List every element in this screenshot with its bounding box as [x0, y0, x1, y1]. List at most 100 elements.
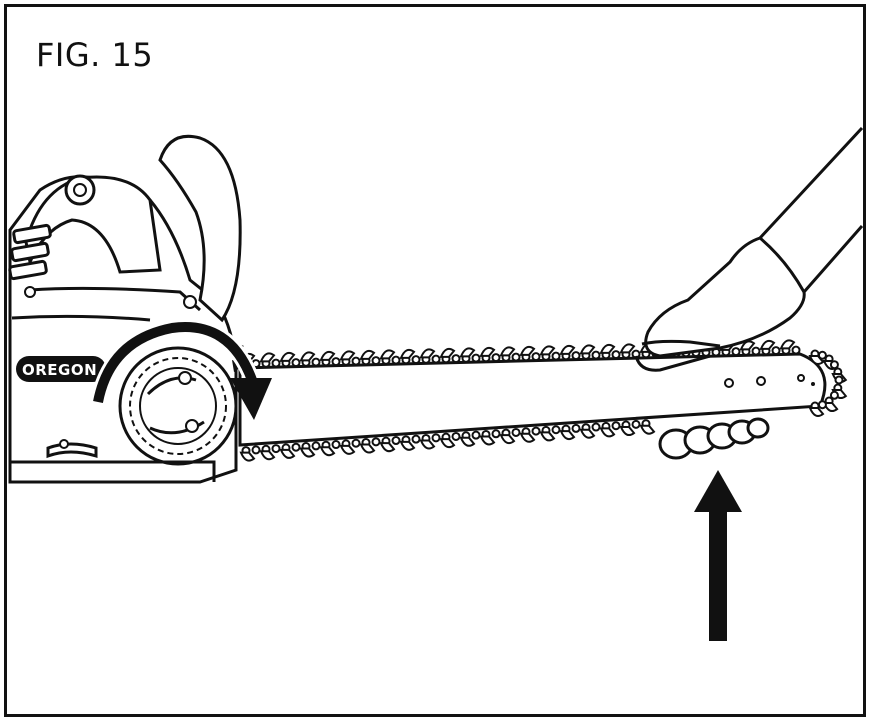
chain-link	[531, 352, 541, 362]
chain-link	[771, 346, 781, 356]
chain-tooth	[539, 345, 556, 356]
chain-link	[271, 444, 281, 454]
figure-label: FIG. 15	[36, 36, 154, 74]
chain-link	[571, 351, 581, 361]
chain-link	[251, 445, 261, 455]
chain-link	[271, 358, 281, 368]
chain-tooth	[499, 346, 516, 357]
chain-tooth	[279, 448, 296, 459]
chain-tooth	[439, 347, 456, 358]
chain-link	[431, 354, 441, 364]
chain-tooth	[639, 424, 656, 435]
chain-tooth	[779, 339, 796, 350]
chain-tooth	[339, 350, 356, 361]
chain-tooth	[399, 440, 416, 451]
chain-link	[291, 442, 301, 452]
chain-link	[791, 345, 801, 355]
chain-tooth	[359, 349, 376, 360]
chain-link	[817, 350, 827, 360]
chain-link	[331, 440, 341, 450]
chain-link	[471, 353, 481, 363]
chain-link	[551, 425, 561, 435]
chain-link	[611, 350, 621, 360]
chain-tooth	[808, 407, 825, 417]
chain-tooth	[359, 443, 376, 454]
chain-link	[834, 375, 844, 385]
chain-tooth	[479, 435, 496, 446]
chain-tooth	[379, 442, 396, 453]
chain-link	[411, 434, 421, 444]
chain-tooth	[299, 447, 316, 458]
chain-link	[551, 351, 561, 361]
chain-link	[311, 441, 321, 451]
chain-tooth	[479, 346, 496, 357]
chain-tooth	[499, 434, 516, 445]
chain-tooth	[259, 352, 276, 363]
chain-tooth	[599, 343, 616, 354]
chain-link	[431, 433, 441, 443]
chain-link	[371, 356, 381, 366]
chain-tooth	[579, 428, 596, 439]
chain-link	[591, 350, 601, 360]
arrow-up-icon	[694, 470, 742, 641]
chain-link	[591, 422, 601, 432]
chain-tooth	[379, 349, 396, 360]
chain-tooth	[539, 431, 556, 442]
chain-tooth	[319, 350, 336, 361]
chain-tooth	[559, 430, 576, 441]
chain-link	[411, 355, 421, 365]
chain-link	[511, 352, 521, 362]
hand-guard	[158, 134, 242, 323]
chain-link	[731, 347, 741, 357]
chain-tooth	[239, 451, 256, 462]
chain-tooth	[419, 439, 436, 450]
chain-link	[311, 357, 321, 367]
chain-link	[751, 346, 761, 356]
chain-link	[391, 355, 401, 365]
chain-link	[631, 419, 641, 429]
chain-tooth	[279, 351, 296, 362]
chain-link	[817, 400, 827, 410]
chain-link	[571, 423, 581, 433]
chain-tooth	[459, 436, 476, 447]
chain-tooth	[759, 339, 776, 350]
chain-link	[829, 390, 839, 400]
brand-logo-badge	[16, 356, 106, 382]
chain-link	[491, 353, 501, 363]
curved-arrow-clockwise-icon	[90, 319, 272, 420]
chain-tooth	[808, 355, 825, 365]
chain-tooth	[519, 345, 536, 356]
chain-tooth	[459, 347, 476, 358]
chain-tooth	[319, 446, 336, 457]
fingers-under-bar	[658, 417, 770, 460]
chain-tooth	[259, 450, 276, 461]
chain-tooth	[559, 344, 576, 355]
saw-chain-nose	[808, 349, 848, 417]
chainsaw-body: OREGON	[8, 134, 246, 484]
chain-link	[351, 438, 361, 448]
chain-tooth	[619, 343, 636, 354]
chain-link	[471, 430, 481, 440]
chain-tooth	[579, 344, 596, 355]
chain-link	[331, 357, 341, 367]
chain-tooth	[619, 426, 636, 437]
chain-tooth	[439, 438, 456, 449]
chain-link	[291, 358, 301, 368]
chain-link	[451, 354, 461, 364]
chain-link	[491, 429, 501, 439]
chain-link	[511, 427, 521, 437]
chain-tooth	[399, 348, 416, 359]
gloved-hand	[634, 126, 864, 372]
saw-chain-bottom	[239, 419, 656, 462]
chain-link	[611, 421, 621, 431]
chain-tooth	[339, 444, 356, 455]
chain-tooth	[419, 348, 436, 359]
chain-link	[829, 360, 839, 370]
brand-logo-text: OREGON	[22, 361, 97, 379]
chain-link	[351, 356, 361, 366]
chain-tooth	[299, 351, 316, 362]
chain-link	[451, 431, 461, 441]
chain-link	[391, 436, 401, 446]
chain-link	[371, 437, 381, 447]
